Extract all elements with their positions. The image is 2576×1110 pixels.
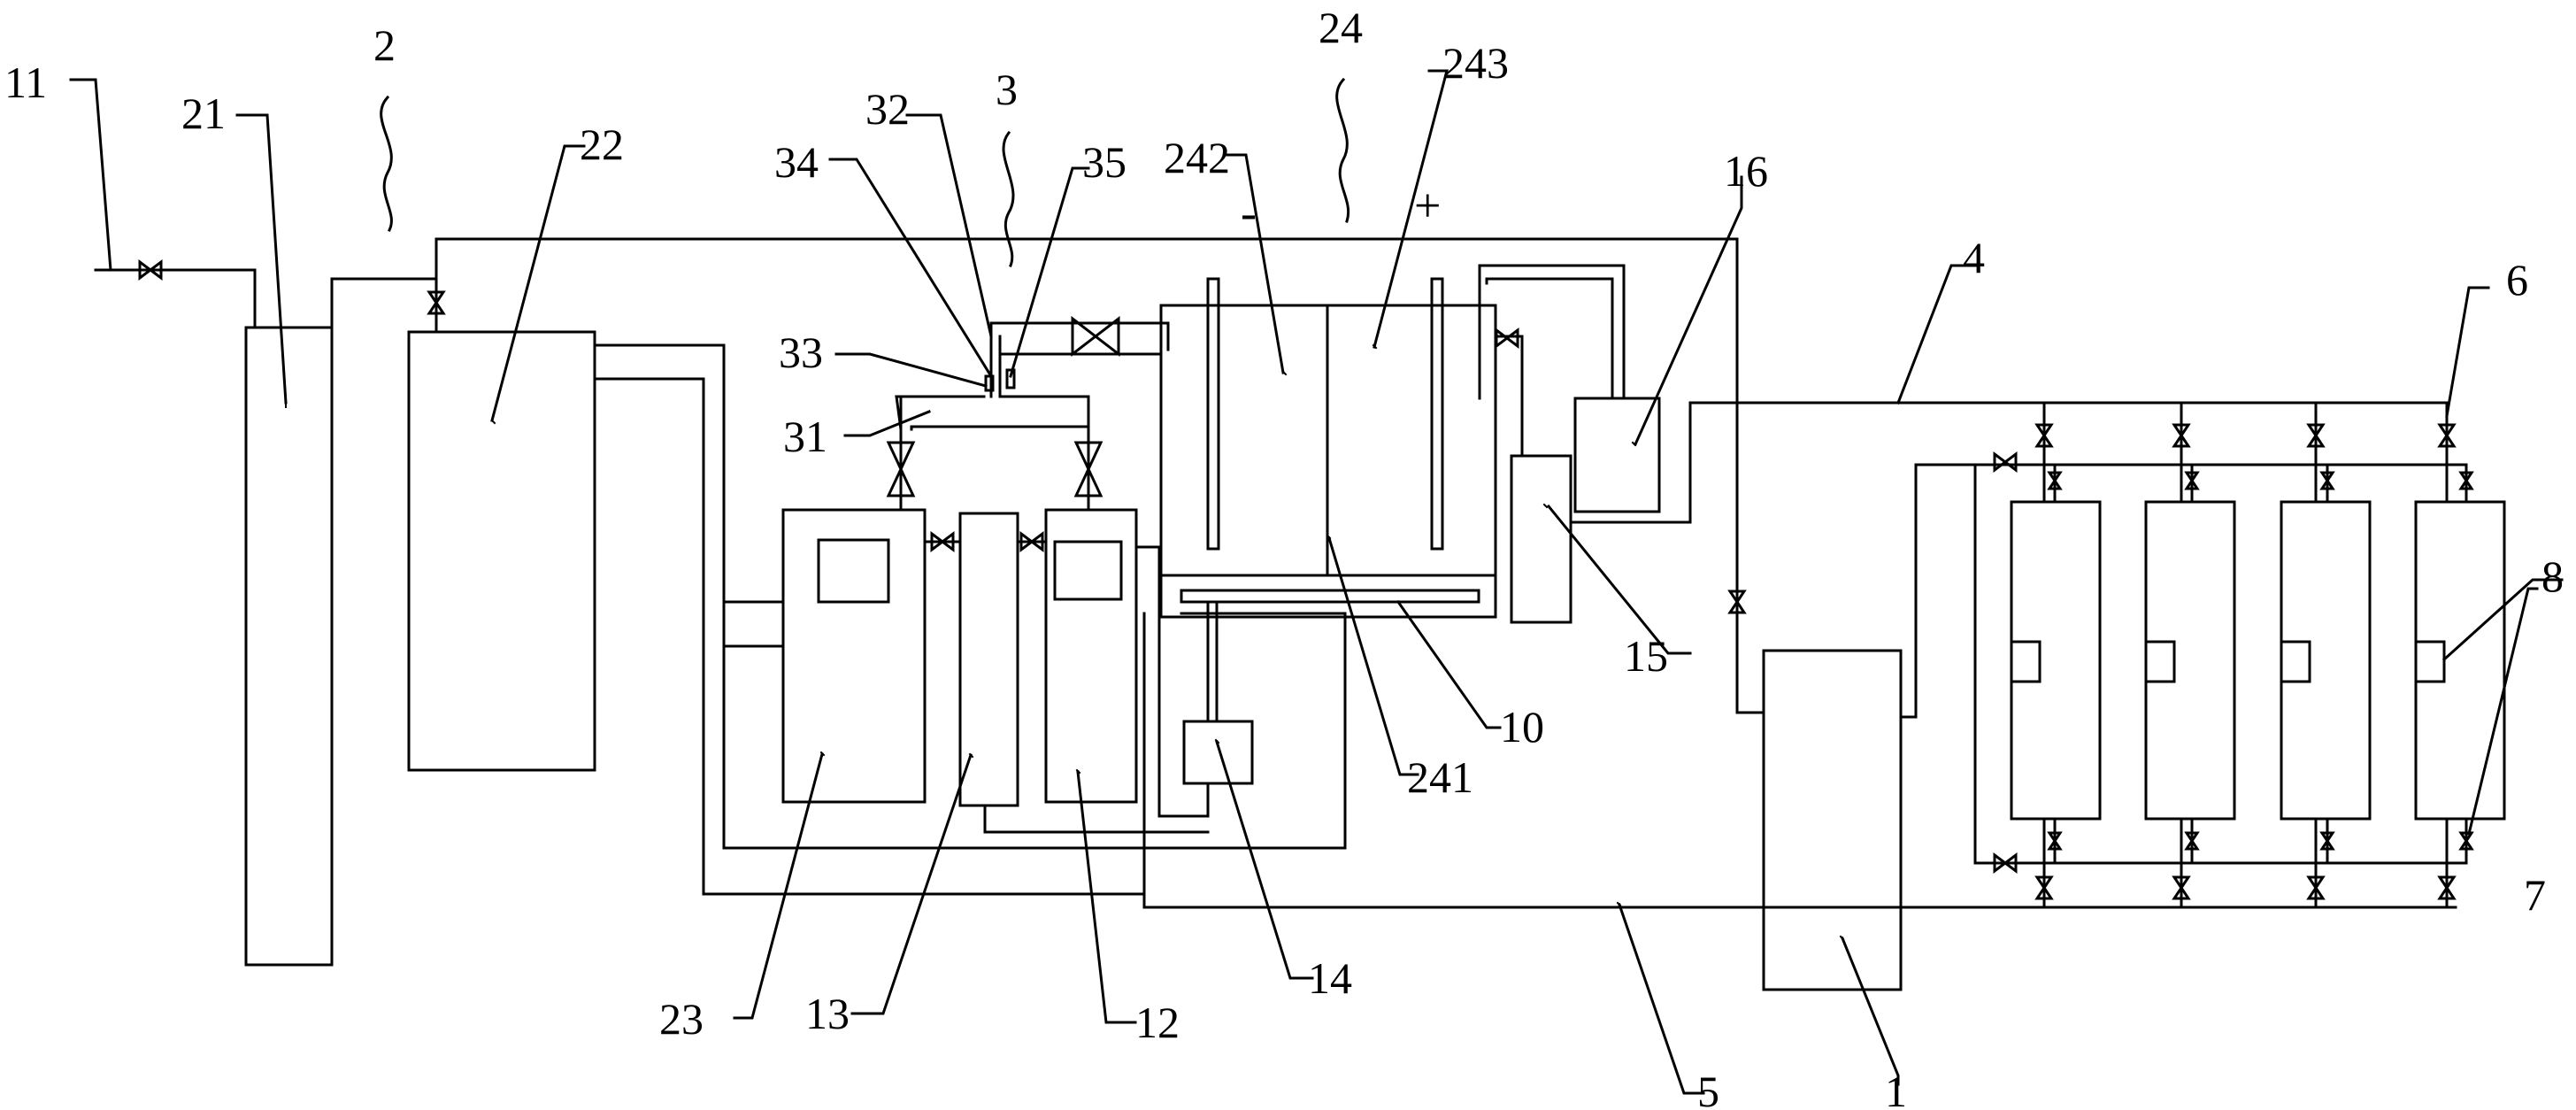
plus-sign: + [1414, 179, 1441, 232]
label-22: 22 [580, 119, 624, 169]
label-35: 35 [1082, 137, 1127, 187]
pipe-24-to-16-b [1485, 277, 1614, 400]
module-unit-2 [2144, 401, 2236, 909]
tank-21 [244, 326, 334, 967]
label-32: 32 [865, 84, 910, 134]
minus-sign: - [1241, 186, 1257, 239]
label-11: 11 [4, 58, 47, 107]
tank-1 [1762, 649, 1903, 991]
label-13: 13 [805, 989, 850, 1038]
label-7: 7 [2524, 870, 2546, 920]
module-unit-1 [2010, 401, 2102, 909]
pipe-1-to-header [1899, 463, 1977, 719]
box-15 [1510, 454, 1573, 624]
plate-10 [1180, 589, 1480, 604]
label-21: 21 [181, 89, 226, 138]
label-3: 3 [996, 65, 1018, 114]
box-16 [1573, 397, 1661, 513]
main-pipe-5 [1142, 612, 2457, 909]
label-24: 24 [1319, 3, 1363, 52]
label-16: 16 [1724, 146, 1768, 196]
label-242: 242 [1164, 133, 1230, 182]
pipe-13-bottom [983, 804, 1210, 834]
label-31: 31 [783, 412, 827, 461]
label-241: 241 [1407, 752, 1473, 802]
box-12 [1044, 508, 1138, 804]
box-22 [407, 330, 596, 772]
label-14: 14 [1308, 953, 1352, 1003]
label-1: 1 [1885, 1067, 1907, 1110]
label-15: 15 [1624, 631, 1668, 681]
brace-24 [1335, 77, 1350, 223]
label-2: 2 [373, 20, 396, 70]
label-33: 33 [779, 328, 823, 377]
pipe-12-to-14 [1134, 545, 1210, 818]
pipe-24-to-15 [1494, 328, 1524, 458]
label-8: 8 [2541, 551, 2564, 601]
valve-24-15-icon [1495, 328, 1519, 348]
pipe-22-upper [593, 343, 1347, 850]
label-243: 243 [1442, 38, 1509, 88]
pipe-15-16 [1569, 401, 2449, 524]
pipe-21-to-22 [330, 277, 445, 334]
label-34: 34 [774, 137, 819, 187]
label-23: 23 [659, 994, 704, 1044]
link-23-13 [923, 532, 962, 551]
label-4: 4 [1963, 233, 1985, 282]
label-12: 12 [1135, 998, 1180, 1047]
module-unit-3 [2280, 401, 2372, 909]
pipe-24-to-16-a [1478, 264, 1626, 400]
box-14 [1182, 720, 1254, 785]
inlet-pipe-11 [94, 260, 257, 329]
link-13-12 [1016, 532, 1048, 551]
box-12-window [1053, 540, 1123, 601]
column-13 [958, 512, 1019, 807]
supply-header-valve-icon [1993, 452, 2018, 472]
pipe-22-lower [593, 377, 1146, 896]
brace-2 [380, 95, 393, 233]
label-10: 10 [1500, 702, 1544, 752]
return-header [1973, 463, 2468, 873]
top-main-pipe [434, 237, 1765, 714]
leader-lines [69, 69, 2564, 1095]
box-23 [781, 508, 927, 804]
box-23-window [817, 538, 890, 604]
label-6: 6 [2506, 255, 2528, 304]
module-unit-4 [2414, 401, 2506, 909]
label-5: 5 [1697, 1067, 1719, 1110]
electrolyzer-24 [1159, 277, 1497, 619]
valve-assembly-3 [887, 317, 1170, 512]
brace-3 [1002, 130, 1015, 267]
